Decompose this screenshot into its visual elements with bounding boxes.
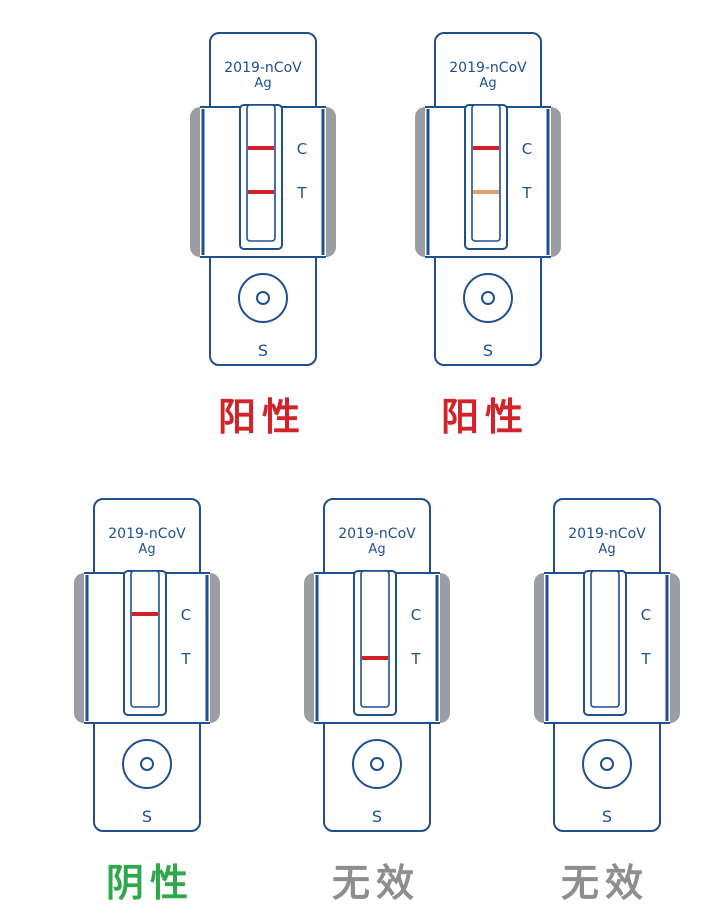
result-window-inner [471,104,501,242]
test-label: T [640,650,651,668]
cassette-title: 2019-nCoV [568,526,646,542]
sample-well [238,273,288,323]
test-line [473,190,499,194]
cassette-subtitle: Ag [368,542,385,557]
result-label: 阴性 [105,861,194,905]
sample-well [122,739,172,789]
result-label: 阳性 [440,395,529,439]
result-label: 无效 [560,861,649,905]
cassette-subtitle: Ag [254,76,271,91]
sample-label: S [483,341,493,360]
control-line [132,612,158,616]
test-label: T [296,184,307,202]
result-window-inner [246,104,276,242]
cassette-subtitle: Ag [479,76,496,91]
test-label: T [521,184,532,202]
cassette-title: 2019-nCoV [224,60,302,76]
control-line [473,146,499,150]
control-label: C [181,606,191,624]
test-line [248,190,274,194]
cassette-title: 2019-nCoV [108,526,186,542]
sample-label: S [372,807,382,826]
control-label: C [297,140,307,158]
cassette-subtitle: Ag [598,542,615,557]
sample-well [352,739,402,789]
sample-label: S [258,341,268,360]
test-label: T [180,650,191,668]
sample-well [463,273,513,323]
test-line [362,656,388,660]
test-label: T [410,650,421,668]
result-label: 无效 [331,861,420,905]
sample-label: S [142,807,152,826]
cassette-title: 2019-nCoV [338,526,416,542]
sample-label: S [602,807,612,826]
cassette-title: 2019-nCoV [449,60,527,76]
sample-well-center [600,757,614,771]
sample-well-center [370,757,384,771]
result-window-inner [590,570,620,708]
result-window-inner [130,570,160,708]
sample-well-center [481,291,495,305]
result-window-inner [360,570,390,708]
control-label: C [641,606,651,624]
sample-well-center [256,291,270,305]
control-line [248,146,274,150]
control-label: C [522,140,532,158]
result-label: 阳性 [217,395,306,439]
control-label: C [411,606,421,624]
sample-well [582,739,632,789]
cassette-subtitle: Ag [138,542,155,557]
sample-well-center [140,757,154,771]
